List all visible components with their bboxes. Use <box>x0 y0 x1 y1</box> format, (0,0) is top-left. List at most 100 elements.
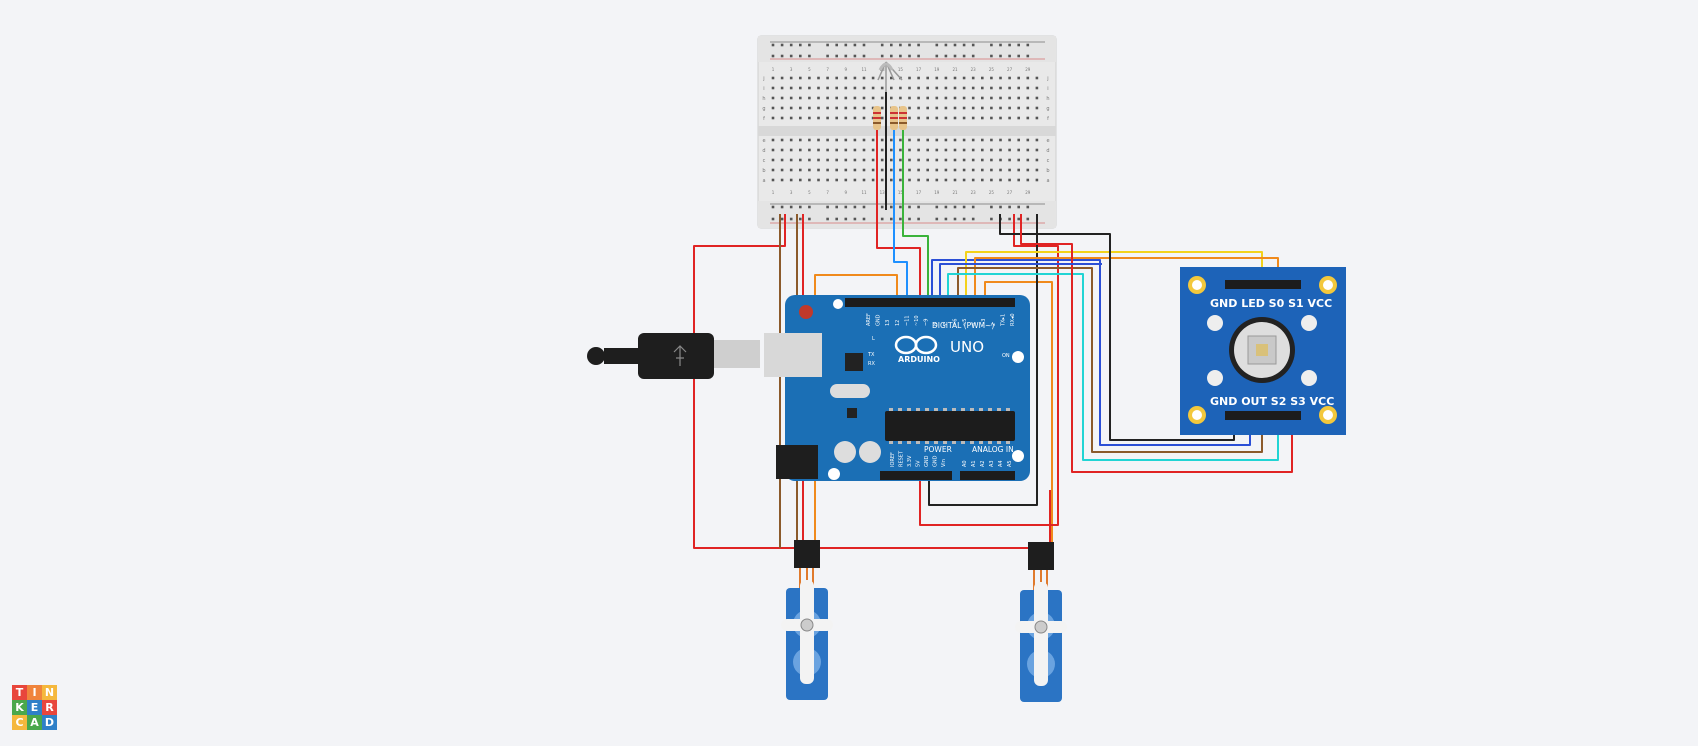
wire-navy-out <box>939 263 1102 300</box>
row-letter: g <box>1046 106 1049 112</box>
column-number: 19 <box>934 190 940 195</box>
pin-label: ~11 <box>904 315 910 326</box>
column-number: 15 <box>898 190 904 195</box>
row-letter: a <box>1046 178 1049 184</box>
capacitor-2 <box>859 441 881 463</box>
logo-letter: I <box>27 685 42 700</box>
reset-button[interactable] <box>799 305 813 319</box>
photodiode-array <box>1256 344 1268 356</box>
pin-label: TX▸1 <box>1000 314 1006 327</box>
row-letter: c <box>1047 158 1050 164</box>
servo-motor-2[interactable] <box>1015 542 1067 702</box>
analog-label: ANALOG IN <box>972 445 1014 454</box>
column-number: 13 <box>880 190 886 195</box>
column-number: 29 <box>1025 190 1031 195</box>
column-number: 21 <box>952 67 958 72</box>
wire-cyan-s3 <box>947 273 1279 461</box>
column-number: 5 <box>808 190 811 195</box>
row-letter: f <box>763 116 765 122</box>
logo-letter: T <box>12 685 27 700</box>
pin-label: 8 <box>933 323 939 326</box>
pin-label: GND <box>924 455 930 467</box>
servo1-connector <box>794 540 820 568</box>
column-number: 15 <box>898 67 904 72</box>
usb-cable[interactable] <box>587 333 760 379</box>
row-letter: i <box>1047 86 1048 92</box>
pin-label: A4 <box>998 460 1004 467</box>
breadboard-holes <box>771 43 1039 221</box>
usb-b-port <box>764 333 822 377</box>
pin-label: ~3 <box>981 319 987 326</box>
column-number: 5 <box>808 67 811 72</box>
wire-red-sensor-vcc <box>1020 214 1293 473</box>
rgb-led[interactable] <box>877 61 903 92</box>
row-letter: d <box>762 148 765 154</box>
arduino-model: UNO <box>950 338 984 356</box>
row-letter: h <box>1046 96 1049 102</box>
row-letter: e <box>762 138 765 144</box>
column-number: 23 <box>971 190 977 195</box>
column-number: 3 <box>790 190 793 195</box>
breadboard-column-numbers: 1133557799111113131515171719192121232325… <box>772 67 1031 195</box>
usb-icon <box>673 345 687 366</box>
resistor-2[interactable] <box>890 106 898 130</box>
power-header[interactable] <box>880 471 952 480</box>
wire-orange-servo2-signal <box>984 281 1053 545</box>
arduino-brand: ARDUINO <box>898 355 940 364</box>
wires[interactable] <box>693 92 1293 549</box>
atmega-pins <box>889 408 1010 444</box>
column-number: 11 <box>861 190 867 195</box>
pin-label: 2 <box>991 323 997 326</box>
digital-header[interactable] <box>845 298 1015 307</box>
column-number: 17 <box>916 190 922 195</box>
pin-label: 3.3V <box>907 455 913 467</box>
digital-label: DIGITAL (PWM~) <box>932 321 994 330</box>
row-letter: f <box>1047 116 1049 122</box>
column-number: 9 <box>845 67 848 72</box>
column-number: 19 <box>934 67 940 72</box>
row-letter: h <box>762 96 765 102</box>
breadboard[interactable]: 1133557799111113131515171719192121232325… <box>757 35 1057 229</box>
pin-label: Vin <box>941 459 947 467</box>
dc-power-jack <box>776 445 818 479</box>
column-number: 21 <box>952 190 958 195</box>
resistors[interactable] <box>873 106 907 130</box>
power-label: POWER <box>924 445 952 454</box>
column-number: 23 <box>971 67 977 72</box>
pin-label: RX◂0 <box>1010 313 1016 326</box>
color-sensor-tcs3200[interactable]: GND LED S0 S1 VCC GND OUT S2 S3 VCC <box>1180 267 1346 435</box>
logo-letter: D <box>42 715 57 730</box>
resistor-1[interactable] <box>873 106 881 130</box>
logo-letter: C <box>12 715 27 730</box>
wire-red-led <box>876 130 921 300</box>
column-number: 7 <box>826 190 829 195</box>
led-white-1 <box>1207 315 1223 331</box>
pin-label: ~6 <box>952 319 958 326</box>
wire-green-led <box>902 130 929 300</box>
pin-label: A3 <box>989 460 995 467</box>
row-letter: e <box>1046 138 1049 144</box>
logo-letter: E <box>27 700 42 715</box>
servo-motor-1[interactable] <box>781 540 833 700</box>
pin-label: 12 <box>895 320 901 326</box>
row-letter: j <box>1046 76 1048 82</box>
led-white-4 <box>1301 370 1317 386</box>
column-number: 25 <box>989 67 995 72</box>
row-letter: i <box>763 86 764 92</box>
resistor-3[interactable] <box>899 106 907 130</box>
pin-label: A5 <box>1007 460 1013 467</box>
wire-red-servo-power <box>693 214 1051 549</box>
analog-header[interactable] <box>960 471 1015 480</box>
sensor-bottom-pin-label: GND OUT S2 S3 VCC <box>1210 395 1334 408</box>
servo2-connector <box>1028 542 1054 570</box>
row-letter: g <box>762 106 765 112</box>
wire-red-5v <box>919 214 1059 526</box>
atmega-chip <box>885 411 1015 441</box>
